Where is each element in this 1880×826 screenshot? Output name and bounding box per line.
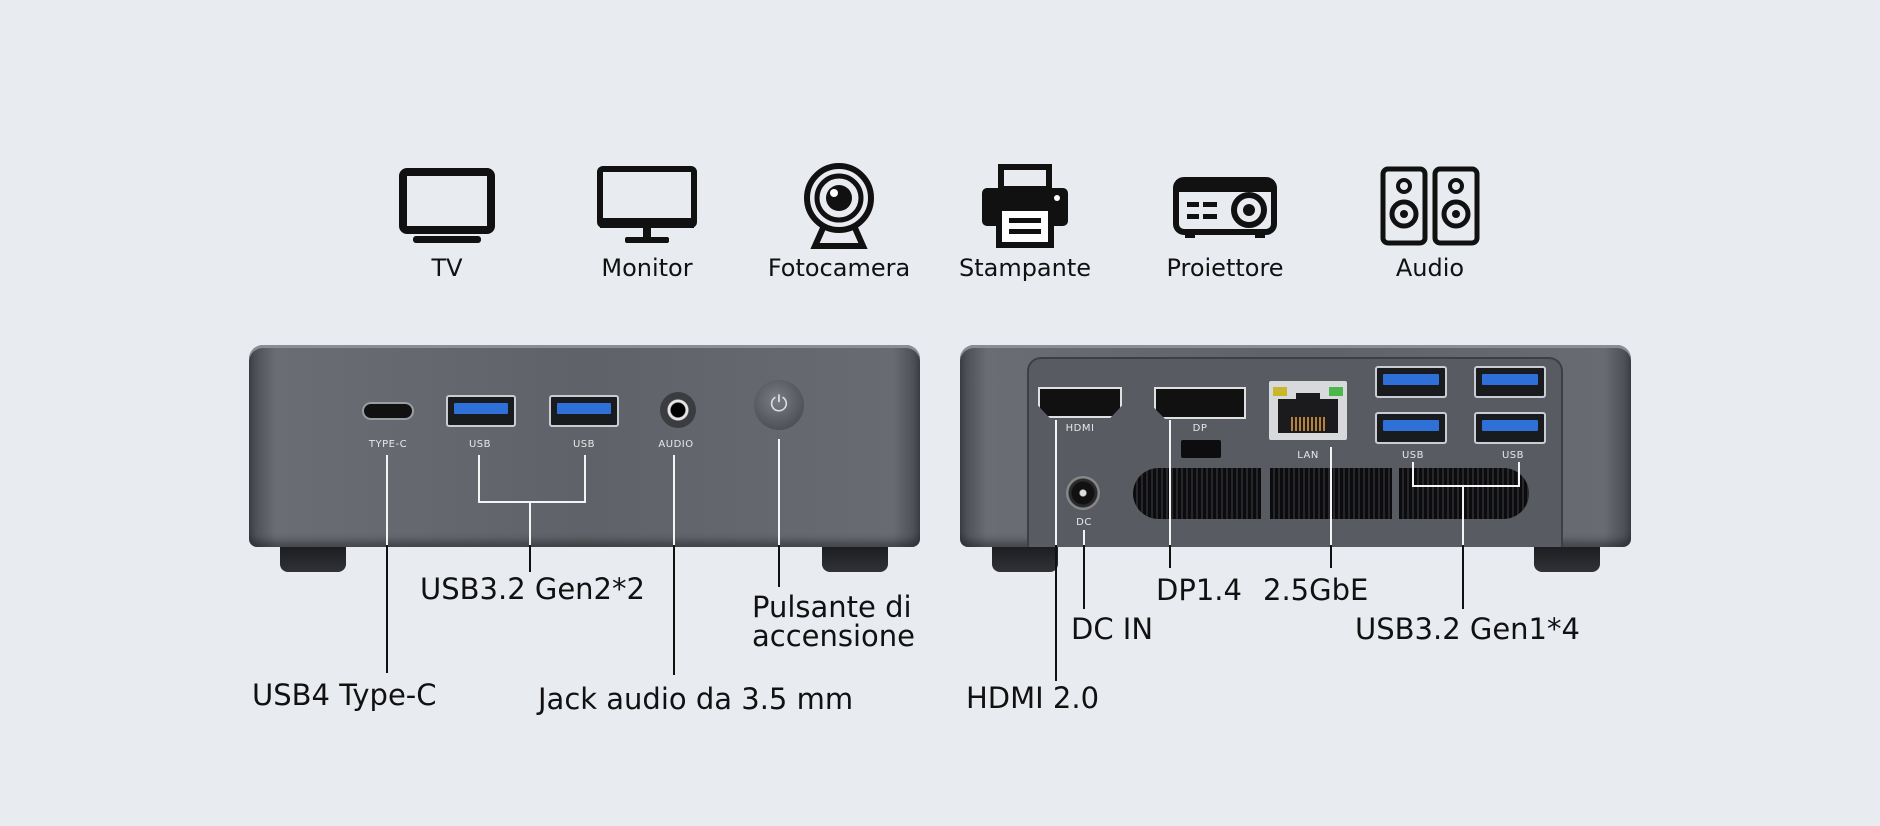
printer-icon <box>982 164 1068 248</box>
callout-dc-in: DC IN <box>1071 612 1154 646</box>
displayport-port <box>1154 387 1246 419</box>
foot <box>1534 546 1600 572</box>
port-label-dp: DP <box>1192 423 1208 434</box>
device-label-printer: Stampante <box>958 254 1092 282</box>
usb-a-port <box>1375 366 1447 398</box>
foot <box>822 546 888 572</box>
port-label-usb: USB <box>572 439 596 450</box>
hdmi-port <box>1038 387 1122 418</box>
callout-usb4-typec: USB4 Type-C <box>252 678 437 712</box>
port-label-usb: USB <box>468 439 492 450</box>
port-label-typec: TYPE-C <box>368 439 408 450</box>
callout-lan: 2.5GbE <box>1263 573 1369 607</box>
callout-line <box>1083 545 1085 609</box>
usb-a-port <box>446 395 516 427</box>
callout-line <box>1055 545 1057 681</box>
webcam-icon <box>804 163 874 249</box>
vent <box>1399 468 1529 519</box>
ethernet-port <box>1269 381 1347 440</box>
callout-dp: DP1.4 <box>1156 573 1242 607</box>
foot <box>280 546 346 572</box>
front-chassis <box>249 345 920 547</box>
port-label-lan: LAN <box>1297 450 1319 461</box>
callout-usb-gen2: USB3.2 Gen2*2 <box>420 572 645 606</box>
device-label-tv: TV <box>431 254 463 282</box>
callout-audio-jack: Jack audio da 3.5 mm <box>538 682 854 716</box>
callout-line <box>386 545 388 673</box>
power-button[interactable]: ⏻ <box>754 380 804 430</box>
callout-line <box>1330 545 1332 568</box>
projector-icon <box>1173 177 1277 238</box>
kensington-lock <box>1181 440 1221 458</box>
device-label-projector: Proiettore <box>1166 254 1284 282</box>
callout-hdmi: HDMI 2.0 <box>966 681 1100 715</box>
port-label-usb: USB <box>1401 450 1425 461</box>
device-label-monitor: Monitor <box>601 254 693 282</box>
port-label-audio: AUDIO <box>658 439 694 450</box>
dc-jack <box>1066 476 1100 510</box>
callout-power-2: accensione <box>752 619 916 653</box>
tv-icon <box>399 168 495 243</box>
device-label-camera: Fotocamera <box>767 254 911 282</box>
callout-line <box>529 545 531 572</box>
port-label-usb: USB <box>1501 450 1525 461</box>
usb-c-port <box>362 402 414 420</box>
usb-a-port <box>549 395 619 427</box>
callout-line <box>673 545 675 675</box>
callout-line <box>1462 545 1464 609</box>
port-label-dc: DC <box>1076 517 1092 528</box>
device-label-audio: Audio <box>1395 254 1465 282</box>
callout-line <box>778 545 780 587</box>
usb-a-port <box>1375 412 1447 444</box>
vent <box>1133 468 1261 519</box>
callout-usb-gen1: USB3.2 Gen1*4 <box>1355 612 1580 646</box>
callout-power-1: Pulsante di <box>752 590 912 624</box>
usb-a-port <box>1474 366 1546 398</box>
foot <box>992 546 1058 572</box>
port-label-hdmi: HDMI <box>1065 423 1095 434</box>
speakers-icon <box>1380 166 1480 246</box>
callout-line <box>1169 545 1171 568</box>
usb-a-port <box>1474 412 1546 444</box>
monitor-icon <box>597 166 697 243</box>
audio-jack <box>660 392 696 428</box>
